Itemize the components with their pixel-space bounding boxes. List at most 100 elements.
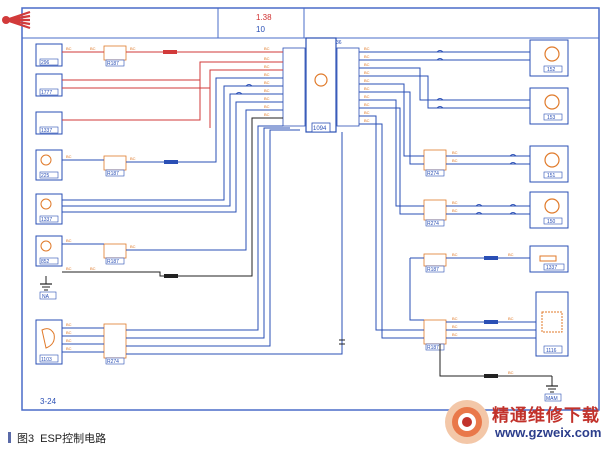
left-component-3: 1337 (35, 111, 63, 135)
svg-text:BC: BC (66, 346, 72, 351)
ground-left: NA (39, 276, 57, 300)
svg-text:BC: BC (66, 266, 72, 271)
left-component-4-ref: 225 (41, 173, 50, 179)
right-connector-2-ref: R274 (427, 221, 439, 227)
right-connector-3: R187 (423, 253, 447, 273)
right-component-1: 152 (529, 39, 569, 77)
svg-text:BC: BC (364, 70, 370, 75)
ground-left-ref: NA (42, 294, 50, 300)
svg-text:BC: BC (264, 80, 270, 85)
ground-right: MAM (544, 376, 562, 402)
svg-text:BC: BC (364, 102, 370, 107)
left-connector-3-ref: R187 (107, 259, 119, 265)
right-component-4-ref: 150 (547, 219, 556, 225)
right-component-5: 1337 (529, 245, 569, 273)
left-component-6: 852 (35, 235, 63, 267)
svg-text:BC: BC (452, 332, 458, 337)
left-component-5-ref: 1337 (41, 217, 52, 223)
wheel-sensor-icon (544, 94, 560, 110)
central-unit-pincount: 36 (336, 40, 342, 46)
wheel-sensor-icon (544, 46, 560, 62)
svg-text:BC: BC (364, 110, 370, 115)
right-connector-3-ref: R187 (427, 267, 439, 273)
right-component-5-ref: 1337 (546, 265, 557, 271)
watermark-logo-icon (445, 400, 489, 444)
left-component-7: 1103 (35, 319, 63, 365)
svg-text:BC: BC (364, 118, 370, 123)
svg-text:BC: BC (264, 104, 270, 109)
svg-text:BC: BC (364, 86, 370, 91)
svg-text:BC: BC (508, 252, 514, 257)
left-connector-1-ref: R187 (107, 61, 119, 67)
svg-text:BC: BC (264, 64, 270, 69)
central-esp-unit: 1094 36 (282, 37, 360, 133)
right-component-4: 150 (529, 191, 569, 229)
svg-text:BC: BC (364, 94, 370, 99)
sensor-icon (40, 198, 52, 210)
svg-text:BC: BC (452, 158, 458, 163)
svg-text:BC: BC (90, 266, 96, 271)
caption-text: ESP控制电路 (40, 433, 107, 445)
svg-text:BC: BC (364, 46, 370, 51)
left-component-5: 1337 (35, 193, 63, 225)
wheel-sensor-icon (544, 152, 560, 168)
diagram-frame (21, 7, 600, 411)
svg-text:BC: BC (364, 54, 370, 59)
right-connector-2: R274 (423, 199, 447, 227)
watermark-title: 精通维修下载 (492, 406, 600, 426)
svg-text:BC: BC (66, 338, 72, 343)
svg-text:BC: BC (264, 56, 270, 61)
svg-text:BC: BC (130, 156, 136, 161)
right-wires (359, 50, 552, 378)
svg-text:BC: BC (452, 252, 458, 257)
svg-text:BC: BC (264, 46, 270, 51)
left-component-2-ref: 1777 (41, 90, 52, 96)
svg-text:BC: BC (66, 154, 72, 159)
right-component-6-ref: 1116 (546, 348, 557, 354)
header-code-bottom: 10 (256, 25, 265, 34)
svg-text:BC: BC (452, 316, 458, 321)
svg-text:BC: BC (264, 88, 270, 93)
watermark-url: www.gzweix.com (495, 425, 602, 440)
sensor-icon (40, 154, 52, 166)
wiring-harness-icon (2, 10, 31, 30)
svg-text:BC: BC (364, 78, 370, 83)
left-connector-2-ref: R187 (107, 171, 119, 177)
right-component-2-ref: 153 (547, 115, 556, 121)
ground-right-ref: MAM (546, 396, 558, 402)
svg-text:BC: BC (66, 46, 72, 51)
switch-icon (539, 255, 557, 262)
svg-text:BC: BC (130, 46, 136, 51)
right-component-2: 153 (529, 87, 569, 125)
left-wires (62, 50, 345, 355)
wheel-sensor-icon (544, 198, 560, 214)
svg-text:BC: BC (264, 112, 270, 117)
svg-text:BC: BC (452, 208, 458, 213)
sensor-icon (40, 240, 52, 252)
right-connector-1-ref: R274 (427, 171, 439, 177)
left-component-1-ref: 296 (41, 60, 50, 66)
hydraulic-unit-icon (41, 328, 55, 349)
caption-marker (8, 432, 11, 443)
svg-text:BC: BC (130, 244, 136, 249)
svg-text:BC: BC (508, 316, 514, 321)
left-connector-2: R187 (103, 155, 127, 177)
right-connector-1: R274 (423, 149, 447, 177)
left-component-4: 225 (35, 149, 63, 181)
right-component-3-ref: 151 (547, 173, 556, 179)
left-component-7-ref: 1103 (41, 357, 52, 363)
left-connector-3: R187 (103, 243, 127, 265)
svg-text:BC: BC (452, 324, 458, 329)
svg-text:BC: BC (508, 370, 514, 375)
left-connector-4-ref: R274 (107, 359, 119, 365)
right-connector-4: R187 (423, 319, 447, 351)
central-unit-ref: 1094 (313, 126, 327, 132)
left-component-6-ref: 852 (41, 259, 50, 265)
header-code-box (217, 7, 305, 39)
left-connector-4: R274 (103, 323, 127, 365)
svg-text:BC: BC (66, 238, 72, 243)
control-module-icon (541, 311, 563, 333)
